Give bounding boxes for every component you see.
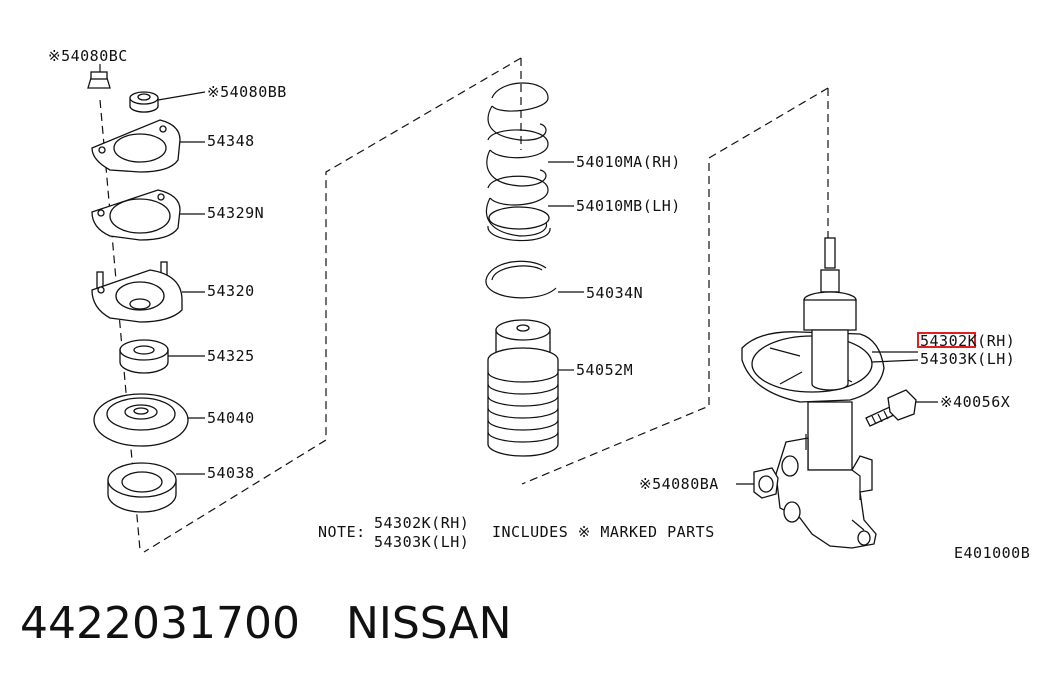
footer: 4422031700 NISSAN (20, 598, 512, 649)
label-54325: 54325 (207, 347, 255, 365)
nut-54080ba (753, 467, 779, 499)
bushing-54325 (119, 339, 169, 374)
plate-54348 (91, 119, 181, 173)
label-54034n: 54034N (586, 284, 643, 302)
dust-boot-54052m (487, 319, 559, 457)
nut-54080bb (129, 91, 159, 113)
label-40056x: ※40056X (940, 393, 1010, 411)
label-54080ba: ※54080BA (639, 475, 719, 493)
label-54320: 54320 (207, 282, 255, 300)
label-54302k: 54302K(RH) (920, 332, 1015, 350)
bolt-40056x (865, 389, 917, 427)
label-54080bc: ※54080BC (48, 47, 128, 65)
diagram-code: E401000B (954, 544, 1030, 562)
label-54348: 54348 (207, 132, 255, 150)
axis-line-left (99, 99, 141, 551)
note-line2: 54303K(LH) (374, 533, 469, 551)
label-54038: 54038 (207, 464, 255, 482)
highlight-box (917, 332, 976, 348)
brand-name: NISSAN (345, 598, 512, 649)
note-suffix: INCLUDES ※ MARKED PARTS (492, 523, 715, 541)
label-54303k: 54303K(LH) (920, 350, 1015, 368)
coil-spring (486, 82, 551, 242)
nut-54080bc (87, 71, 111, 89)
part-number: 4422031700 (20, 598, 300, 649)
label-54329n: 54329N (207, 204, 264, 222)
strut-assembly (741, 237, 885, 549)
note-prefix: NOTE: (318, 523, 366, 541)
bearing-54040 (93, 393, 189, 447)
dashed-frame-left (143, 57, 522, 553)
dashed-frame-right (521, 87, 829, 485)
note-line1: 54302K(RH) (374, 514, 469, 532)
label-54052m: 54052M (576, 361, 633, 379)
gasket-54329n (91, 189, 181, 241)
label-54010mb: 54010MB(LH) (576, 197, 681, 215)
label-54010ma: 54010MA(RH) (576, 153, 681, 171)
label-54080bb: ※54080BB (207, 83, 287, 101)
mount-54320 (91, 261, 183, 323)
bump-stop-ring-54034n (485, 260, 557, 299)
label-54040: 54040 (207, 409, 255, 427)
spring-seat-54038 (107, 462, 177, 513)
